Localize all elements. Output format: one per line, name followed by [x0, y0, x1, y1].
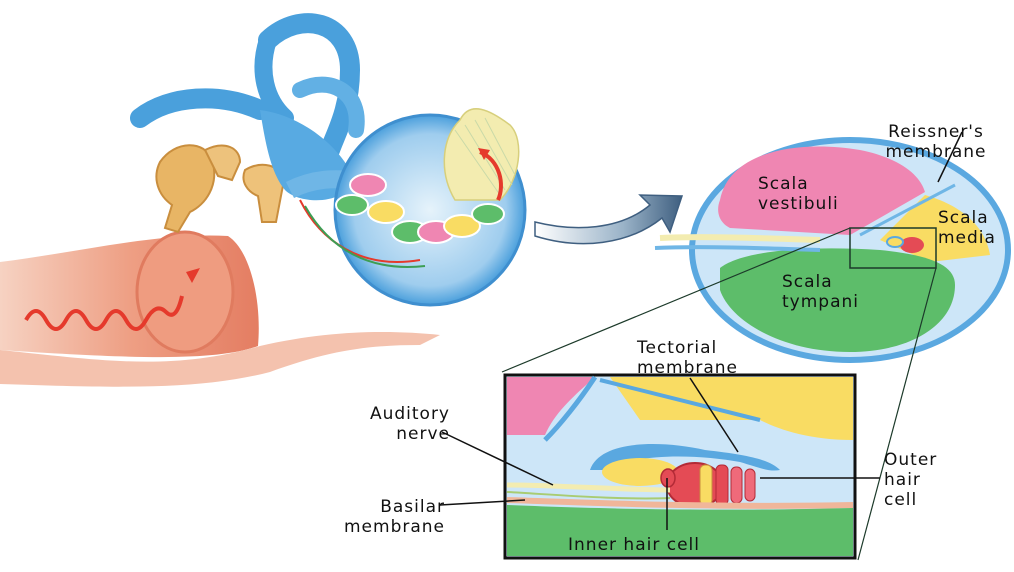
label-reissners-membrane: Reissner's membrane [866, 122, 1006, 162]
ossicles [156, 145, 284, 232]
label-auditory-nerve: Auditory nerve [322, 404, 450, 444]
label-tectorial-membrane: Tectorial membrane [637, 338, 787, 378]
zoom-panel [505, 375, 855, 558]
hair-cells [661, 463, 755, 507]
label-basilar-membrane: Basilar membrane [305, 497, 445, 537]
label-inner-hair-cell: Inner hair cell [568, 535, 768, 555]
label-scala-tympani: Scala tympani [782, 272, 902, 312]
eardrum [137, 232, 233, 352]
label-scala-media: Scala media [938, 208, 1012, 248]
label-scala-vestibuli: Scala vestibuli [758, 174, 878, 214]
label-outer-hair-cell: Outer hair cell [884, 450, 974, 510]
